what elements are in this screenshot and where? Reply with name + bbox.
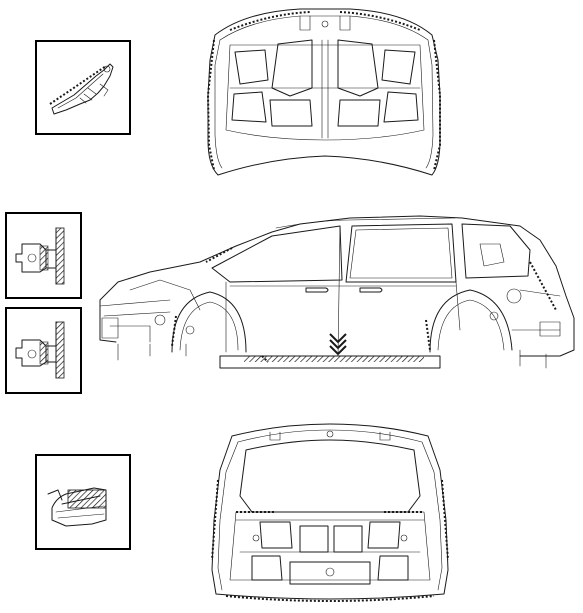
- hood-detail-bracket: [49, 63, 114, 115]
- hood-panel: [206, 8, 441, 176]
- liftgate-detail-section: [47, 487, 107, 527]
- side-detail-box-upper: [5, 212, 82, 299]
- side-detail-box-lower: [5, 307, 82, 394]
- hood-detail-box: [35, 40, 131, 135]
- liftgate-detail-box: [35, 454, 131, 550]
- side-body-shell: [99, 215, 575, 369]
- liftgate-panel: [211, 423, 449, 602]
